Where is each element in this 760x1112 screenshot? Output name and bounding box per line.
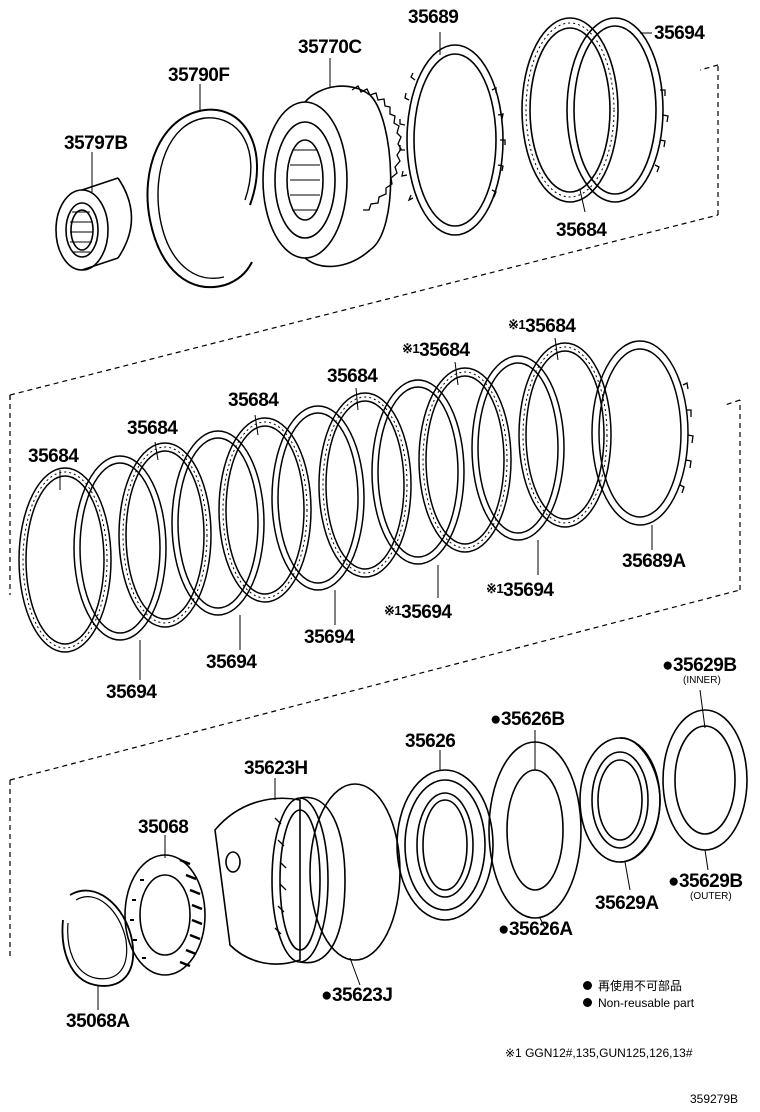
- leader-lines-middle: [59, 337, 653, 680]
- label-35068: 35068: [138, 817, 189, 838]
- footnote-mark: ※1: [384, 603, 402, 618]
- label-35694-c: 35694: [304, 627, 355, 648]
- label-35684-b: 35684: [127, 418, 178, 439]
- snap-ring-35790F: [146, 108, 259, 289]
- piston-35623H: [214, 796, 346, 965]
- label-35629B-inner-number: 35629B: [672, 655, 737, 676]
- legend-en: Non-reusable part: [583, 997, 694, 1009]
- label-35623J: ●35623J: [321, 985, 393, 1006]
- nonreusable-dot: ●: [490, 709, 501, 730]
- label-35626B: ●35626B: [490, 710, 565, 729]
- legend-jp: 再使用不可部品: [583, 980, 682, 992]
- label-35694-top: 35694: [654, 23, 705, 44]
- label-35694-e: ※135694: [486, 580, 554, 601]
- label-35689A: 35689A: [622, 551, 686, 572]
- label-35626A: ●35626A: [498, 920, 573, 939]
- footnote: ※1 GGN12#,135,GUN125,126,13#: [505, 1046, 693, 1060]
- label-35684-c: 35684: [228, 390, 279, 411]
- label-35626A-number: 35626A: [508, 919, 573, 940]
- label-35694-e-number: 35694: [503, 580, 554, 601]
- label-35623H: 35623H: [244, 758, 308, 779]
- piston-35626: [396, 769, 494, 921]
- clutch-drum-35770C: [262, 85, 402, 268]
- spring-assembly-35068: [124, 854, 206, 976]
- label-35684-top: 35684: [556, 220, 607, 241]
- clutch-pack-middle: [18, 340, 694, 653]
- illustration-number: 359279B: [690, 1092, 739, 1106]
- label-35629B-outer-number: 35629B: [678, 871, 743, 892]
- label-35694-a: 35694: [106, 682, 157, 703]
- plate-35689: [399, 44, 506, 236]
- label-35629B-inner: ●35629B: [662, 656, 737, 675]
- nonreusable-dot: ●: [668, 871, 679, 892]
- legend-dot-icon: [583, 981, 592, 990]
- label-outer-note: (OUTER): [690, 891, 732, 902]
- label-35684-e-number: 35684: [419, 340, 470, 361]
- footnote-mark: ※1: [486, 581, 504, 596]
- footnote-mark: ※1: [402, 341, 420, 356]
- label-35790F: 35790F: [168, 65, 230, 86]
- nonreusable-dot: ●: [498, 919, 509, 940]
- nonreusable-dot: ●: [662, 655, 673, 676]
- seal-35629B: [662, 709, 748, 851]
- label-35797B: 35797B: [64, 133, 128, 154]
- label-35689: 35689: [408, 7, 459, 28]
- footnote-mark: ※1: [508, 317, 526, 332]
- label-35684-f: ※135684: [508, 316, 576, 337]
- label-35694-b: 35694: [206, 652, 257, 673]
- label-35626: 35626: [405, 731, 456, 752]
- bearing-35797B: [55, 177, 133, 271]
- plate-35694-top: [566, 17, 669, 203]
- section-divider-middle: [9, 395, 741, 781]
- label-35068A: 35068A: [66, 1011, 130, 1032]
- label-35684-d: 35684: [327, 366, 378, 387]
- disc-35684-top: [521, 17, 619, 203]
- label-35694-d: ※135694: [384, 602, 452, 623]
- label-35629B-outer: ●35629B: [668, 872, 743, 891]
- label-35623J-number: 35623J: [331, 985, 393, 1006]
- label-35694-d-number: 35694: [401, 602, 452, 623]
- label-35684-e: ※135684: [402, 340, 470, 361]
- label-35770C: 35770C: [298, 37, 362, 58]
- label-inner-note: (INNER): [683, 675, 721, 686]
- label-35629A: 35629A: [595, 893, 659, 914]
- snap-ring-35068A: [61, 889, 134, 987]
- seal-35623J: [309, 783, 401, 961]
- legend-en-text: Non-reusable part: [598, 996, 695, 1010]
- section-divider-top: [9, 64, 719, 400]
- label-35684-a: 35684: [28, 446, 79, 467]
- label-35626B-number: 35626B: [500, 709, 565, 730]
- nonreusable-dot: ●: [321, 985, 332, 1006]
- legend-jp-text: 再使用不可部品: [598, 979, 683, 993]
- legend-dot-icon: [583, 998, 592, 1007]
- piston-35629A: [579, 737, 661, 863]
- label-35684-f-number: 35684: [525, 316, 576, 337]
